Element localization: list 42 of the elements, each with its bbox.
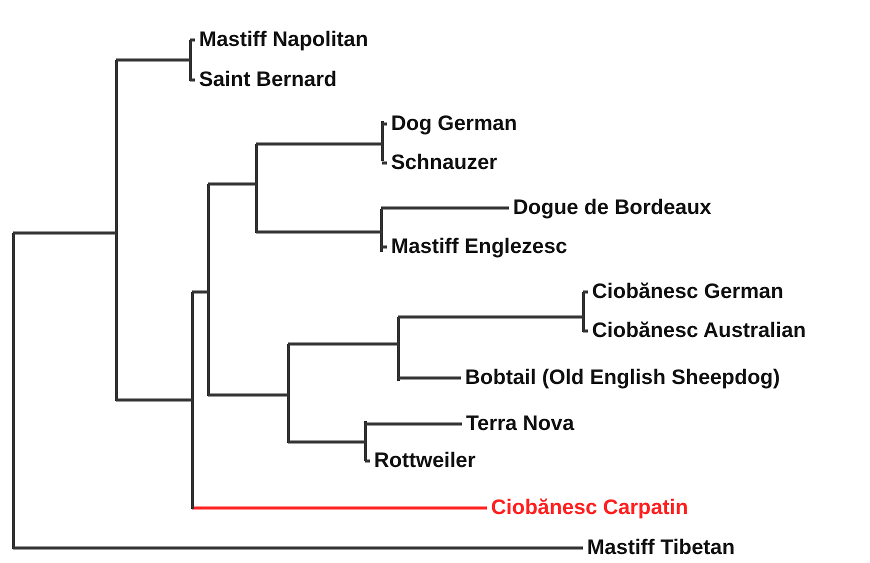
taxon-label: Terra Nova [466,411,574,437]
taxon-label: Ciobănesc German [592,279,784,305]
branch-line [13,232,116,234]
clade-bar [207,184,210,396]
branch-line [256,142,382,146]
branch-line [398,316,583,318]
taxon-label: Mastiff Napolitan [199,27,368,53]
clade-bar [12,233,15,549]
clade-bar [189,40,192,81]
clade-bar [191,292,194,509]
taxon-label: Mastiff Englezesc [391,234,568,260]
taxon-label: Bobtail (Old English Sheepdog) [465,365,780,391]
taxon-label: Ciobănesc Australian [592,318,806,344]
clade-bar [364,421,367,461]
branch-line [116,58,190,62]
branch-line [365,422,462,426]
taxon-label: Dog German [391,111,518,137]
taxon-label: Dogue de Bordeaux [513,195,712,221]
branch-line [192,290,208,294]
branch-line [382,162,387,164]
clade-bar [380,209,383,252]
branch-line [381,206,509,210]
branch-line [13,546,583,550]
clade-bar [582,292,585,332]
branch-line [288,440,365,444]
branch-line [256,230,381,234]
clade-bar [115,60,118,401]
branch-line [208,394,288,396]
taxon-label: Ciobănesc Carpatin [491,495,688,521]
branch-line [116,398,192,402]
clade-bar [381,121,384,161]
taxon-label: Saint Bernard [199,67,337,93]
taxon-label: Schnauzer [391,150,498,176]
clade-bar [287,344,290,443]
branch-line [192,506,487,510]
branch-line [398,376,461,380]
clade-bar [255,144,258,233]
clade-bar [397,317,400,381]
taxon-label: Rottweiler [374,448,476,474]
branch-line [208,182,256,186]
taxon-label: Mastiff Tibetan [587,535,735,561]
branch-line [288,342,398,346]
